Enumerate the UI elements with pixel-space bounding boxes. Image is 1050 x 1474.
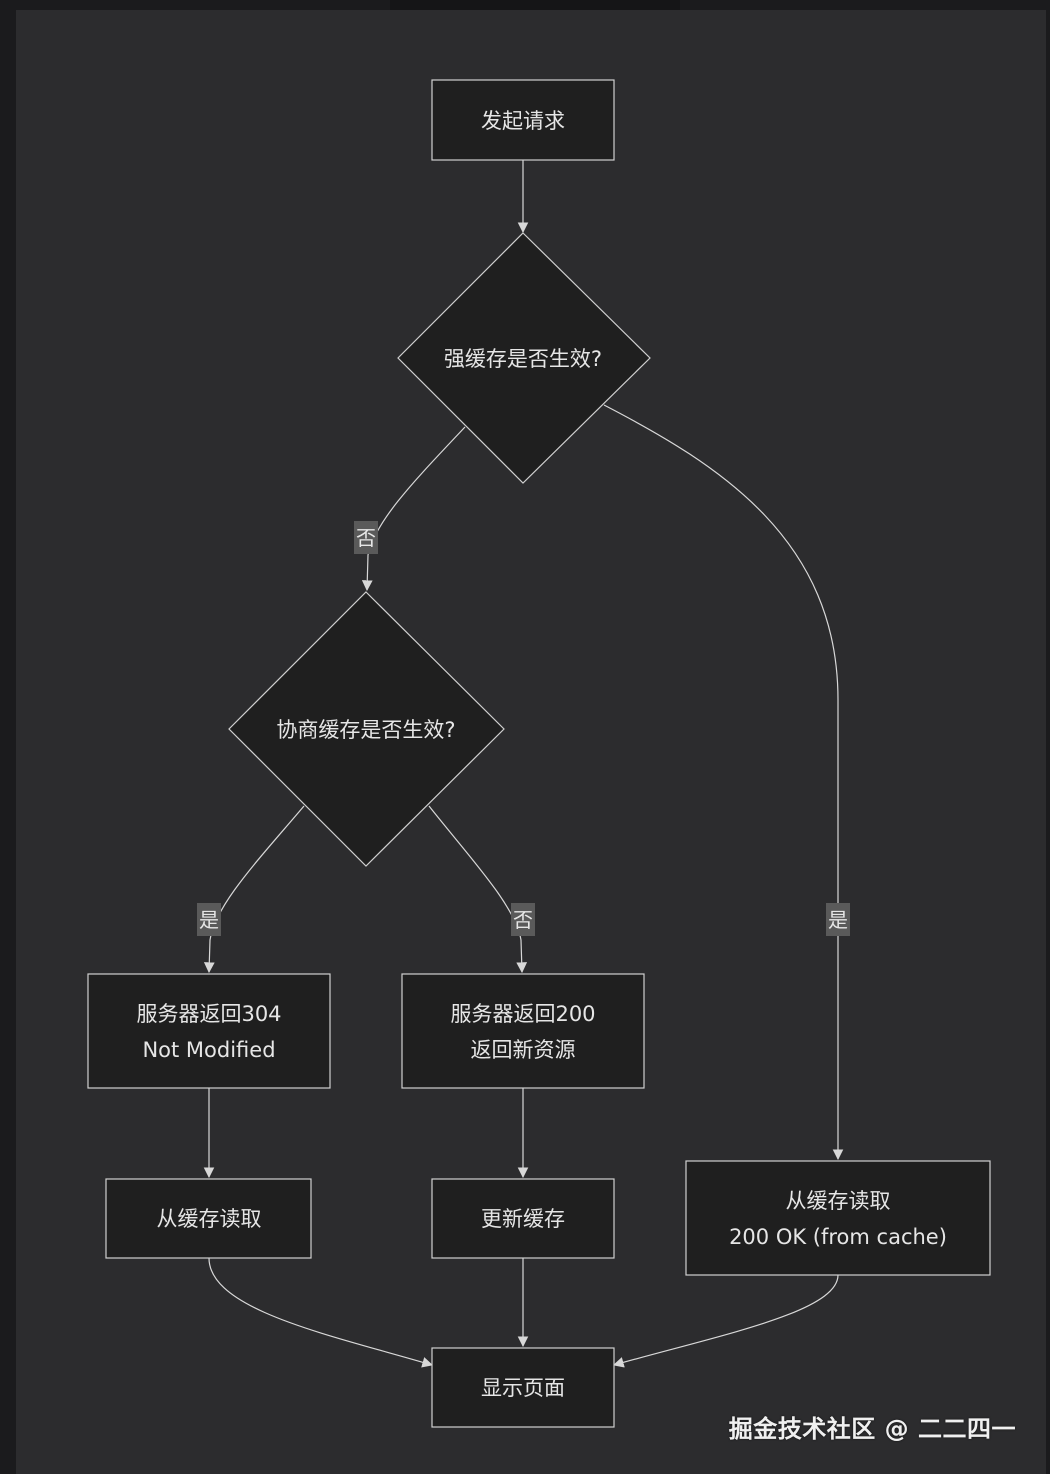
node-label: 发起请求 xyxy=(481,109,565,133)
edge-negotiate-yes xyxy=(203,805,305,974)
node-label: 强缓存是否生效? xyxy=(444,347,602,371)
edge-read-to-show xyxy=(208,1257,434,1368)
node-label: 服务器返回304 xyxy=(136,1002,281,1026)
node-label: 从缓存读取 xyxy=(786,1189,891,1213)
watermark: 掘金技术社区 @ 二二四一 xyxy=(728,1415,1016,1443)
node-label: Not Modified xyxy=(142,1038,275,1062)
node-read-cache-200: 从缓存读取 200 OK (from cache) xyxy=(685,1160,991,1276)
node-read-cache-left: 从缓存读取 xyxy=(105,1178,312,1259)
node-negotiate-cache-check: 协商缓存是否生效? xyxy=(228,591,505,867)
node-label: 显示页面 xyxy=(481,1376,565,1400)
node-label: 200 OK (from cache) xyxy=(729,1225,947,1249)
node-start: 发起请求 xyxy=(431,79,615,161)
edge-label-negotiate-yes: 是 xyxy=(197,903,221,936)
node-label: 更新缓存 xyxy=(481,1207,565,1231)
edge-label-negotiate-no: 否 xyxy=(511,903,535,936)
edge-label-strong-yes: 是 xyxy=(826,903,850,936)
node-show-page: 显示页面 xyxy=(431,1347,615,1428)
node-label: 返回新资源 xyxy=(471,1038,576,1062)
top-band xyxy=(390,0,680,10)
edge-label-text: 否 xyxy=(513,908,533,932)
node-label: 服务器返回200 xyxy=(450,1002,595,1026)
edge-negotiate-no xyxy=(428,805,528,974)
node-update-cache: 更新缓存 xyxy=(431,1178,615,1259)
edge-label-text: 是 xyxy=(199,908,219,932)
edge-label-strong-no: 否 xyxy=(354,521,378,554)
edge-strong-no xyxy=(361,426,466,592)
edge-label-text: 否 xyxy=(356,526,376,550)
edge-strong-yes xyxy=(603,404,844,1161)
node-server-304: 服务器返回304 Not Modified xyxy=(87,973,331,1089)
node-server-200: 服务器返回200 返回新资源 xyxy=(401,973,645,1089)
edge-cache200-to-show xyxy=(612,1274,839,1368)
node-label: 协商缓存是否生效? xyxy=(276,718,455,742)
edge-label-text: 是 xyxy=(828,908,848,932)
node-strong-cache-check: 强缓存是否生效? xyxy=(397,232,651,484)
node-label: 从缓存读取 xyxy=(157,1207,262,1231)
